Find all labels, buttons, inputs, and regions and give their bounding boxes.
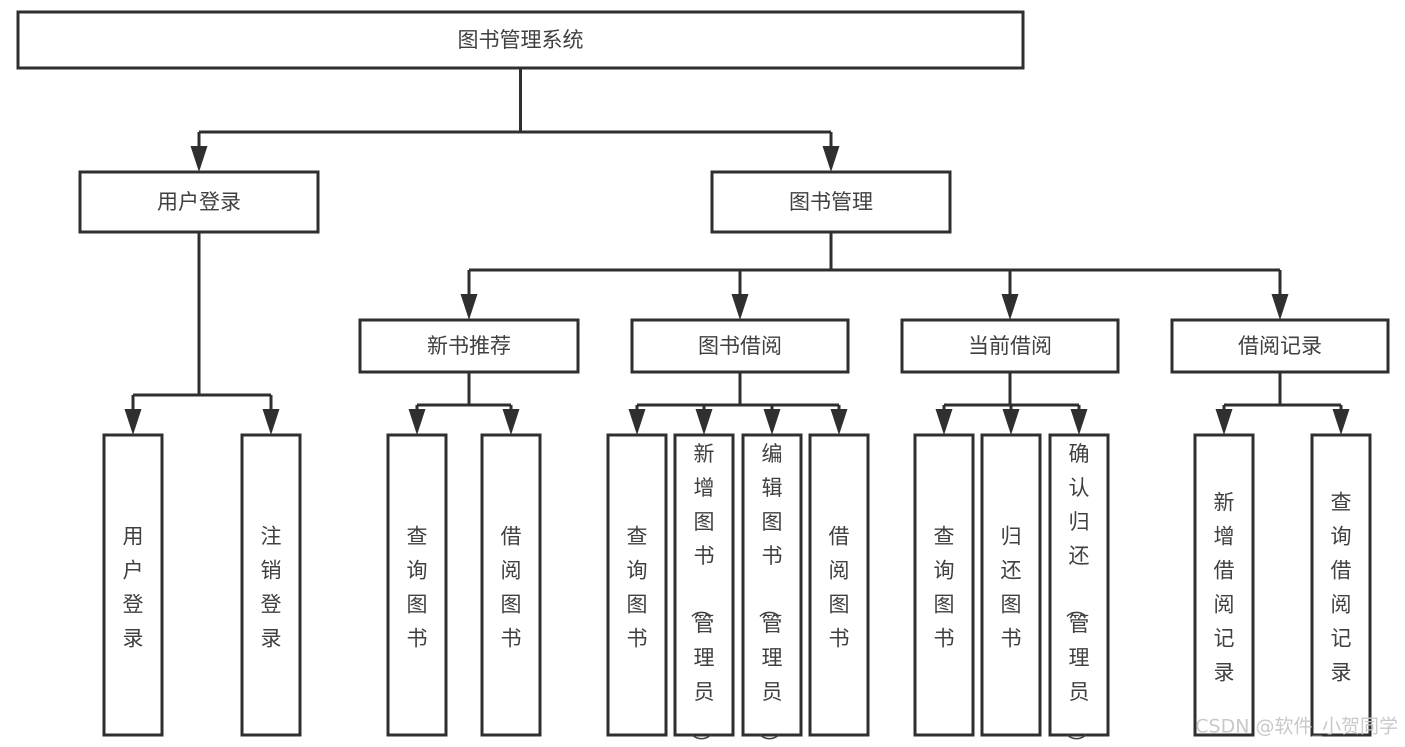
node-box-borrow-record[interactable]	[1170, 318, 1390, 374]
node-leaf-add-record[interactable]: 新增借阅记录	[1193, 433, 1255, 737]
csdn-watermark: CSDN @软件_小贺同学	[1195, 716, 1398, 738]
node-box-leaf-borrow-book[interactable]	[808, 433, 870, 737]
node-leaf-return-book[interactable]: 归还图书	[980, 433, 1042, 737]
node-borrow-record[interactable]: 借阅记录	[1170, 318, 1390, 374]
node-leaf-query-record[interactable]: 查询借阅记录	[1310, 433, 1372, 737]
connector-book-manage-to-new-book-rec	[460, 232, 833, 320]
node-box-root[interactable]	[16, 10, 1025, 70]
connector-book-manage-to-current-borrow	[829, 232, 1019, 320]
node-layer: 图书管理系统用户登录图书管理新书推荐图书借阅当前借阅借阅记录用户登录注销登录查询…	[16, 10, 1390, 747]
node-leaf-add-book[interactable]: 新增图书（管理员）	[673, 433, 735, 747]
node-label-leaf-user-login: 用户登录	[123, 525, 144, 651]
connector-user-login-to-leaf-logout	[197, 232, 280, 435]
node-leaf-confirm-return[interactable]: 确认归还（管理员）	[1048, 433, 1110, 747]
node-leaf-cur-query-book[interactable]: 查询图书	[913, 433, 975, 737]
node-book-borrow[interactable]: 图书借阅	[630, 318, 850, 374]
node-label-leaf-return-book: 归还图书	[1001, 525, 1022, 651]
connector-current-borrow-to-leaf-confirm-return	[1008, 372, 1088, 435]
connector-book-borrow-to-leaf-borrow-book	[738, 372, 848, 435]
connector-user-login-to-leaf-user-login	[124, 232, 201, 435]
connector-new-book-rec-to-leaf-rec-borrow-book	[467, 372, 520, 435]
node-label-borrow-record: 借阅记录	[1238, 334, 1322, 358]
node-label-leaf-rec-borrow-book: 借阅图书	[501, 525, 522, 651]
node-label-book-borrow: 图书借阅	[698, 334, 782, 358]
node-current-borrow[interactable]: 当前借阅	[900, 318, 1120, 374]
node-label-leaf-add-record: 新增借阅记录	[1214, 491, 1235, 685]
node-label-new-book-rec: 新书推荐	[427, 334, 511, 358]
node-box-leaf-add-record[interactable]	[1193, 433, 1255, 737]
node-leaf-edit-book[interactable]: 编辑图书（管理员）	[741, 433, 803, 747]
node-leaf-rec-borrow-book[interactable]: 借阅图书	[480, 433, 542, 737]
node-box-user-login[interactable]	[78, 170, 320, 234]
node-label-leaf-confirm-return: 确认归还（管理员）	[1064, 442, 1090, 747]
connector-current-borrow-to-leaf-cur-query-book	[935, 372, 1012, 435]
node-box-leaf-logout[interactable]	[240, 433, 302, 737]
connector-book-manage-to-borrow-record	[829, 232, 1289, 320]
connector-new-book-rec-to-leaf-rec-query-book	[408, 372, 471, 435]
connector-book-manage-to-book-borrow	[731, 232, 833, 320]
node-box-leaf-return-book[interactable]	[980, 433, 1042, 737]
connector-borrow-record-to-leaf-add-record	[1215, 372, 1282, 435]
node-label-leaf-query-record: 查询借阅记录	[1331, 491, 1352, 685]
node-box-leaf-rec-borrow-book[interactable]	[480, 433, 542, 737]
node-box-book-manage[interactable]	[710, 170, 952, 234]
node-leaf-borrow-book[interactable]: 借阅图书	[808, 433, 870, 737]
node-label-leaf-borrow-book: 借阅图书	[829, 525, 850, 651]
node-box-leaf-rec-query-book[interactable]	[386, 433, 448, 737]
node-label-leaf-add-book: 新增图书（管理员）	[689, 442, 715, 747]
node-book-manage[interactable]: 图书管理	[710, 170, 952, 234]
node-box-book-borrow[interactable]	[630, 318, 850, 374]
connector-borrow-record-to-leaf-query-record	[1278, 372, 1350, 435]
node-label-leaf-cur-query-book: 查询图书	[934, 525, 955, 651]
node-label-leaf-edit-book: 编辑图书（管理员）	[757, 442, 783, 747]
node-box-new-book-rec[interactable]	[358, 318, 580, 374]
node-root[interactable]: 图书管理系统	[16, 10, 1025, 70]
node-box-leaf-borrow-query-book[interactable]	[606, 433, 668, 737]
node-label-leaf-rec-query-book: 查询图书	[407, 525, 428, 651]
node-box-leaf-confirm-return[interactable]	[1048, 433, 1110, 737]
connector-layer	[124, 68, 1350, 435]
node-box-leaf-query-record[interactable]	[1310, 433, 1372, 737]
node-label-book-manage: 图书管理	[789, 190, 873, 214]
node-box-leaf-edit-book[interactable]	[741, 433, 803, 737]
node-box-leaf-add-book[interactable]	[673, 433, 735, 737]
node-leaf-rec-query-book[interactable]: 查询图书	[386, 433, 448, 737]
node-leaf-user-login[interactable]: 用户登录	[102, 433, 164, 737]
node-box-leaf-user-login[interactable]	[102, 433, 164, 737]
node-label-current-borrow: 当前借阅	[968, 334, 1052, 358]
node-leaf-logout[interactable]: 注销登录	[240, 433, 302, 737]
connector-root-to-book-manage	[519, 68, 840, 172]
node-label-root: 图书管理系统	[458, 28, 584, 52]
node-user-login[interactable]: 用户登录	[78, 170, 320, 234]
node-box-current-borrow[interactable]	[900, 318, 1120, 374]
node-label-leaf-logout: 注销登录	[261, 525, 282, 651]
node-label-user-login: 用户登录	[157, 190, 241, 214]
node-leaf-borrow-query-book[interactable]: 查询图书	[606, 433, 668, 737]
connector-root-to-user-login	[190, 68, 522, 172]
node-label-leaf-borrow-query-book: 查询图书	[627, 525, 648, 651]
node-box-leaf-cur-query-book[interactable]	[913, 433, 975, 737]
node-new-book-rec[interactable]: 新书推荐	[358, 318, 580, 374]
